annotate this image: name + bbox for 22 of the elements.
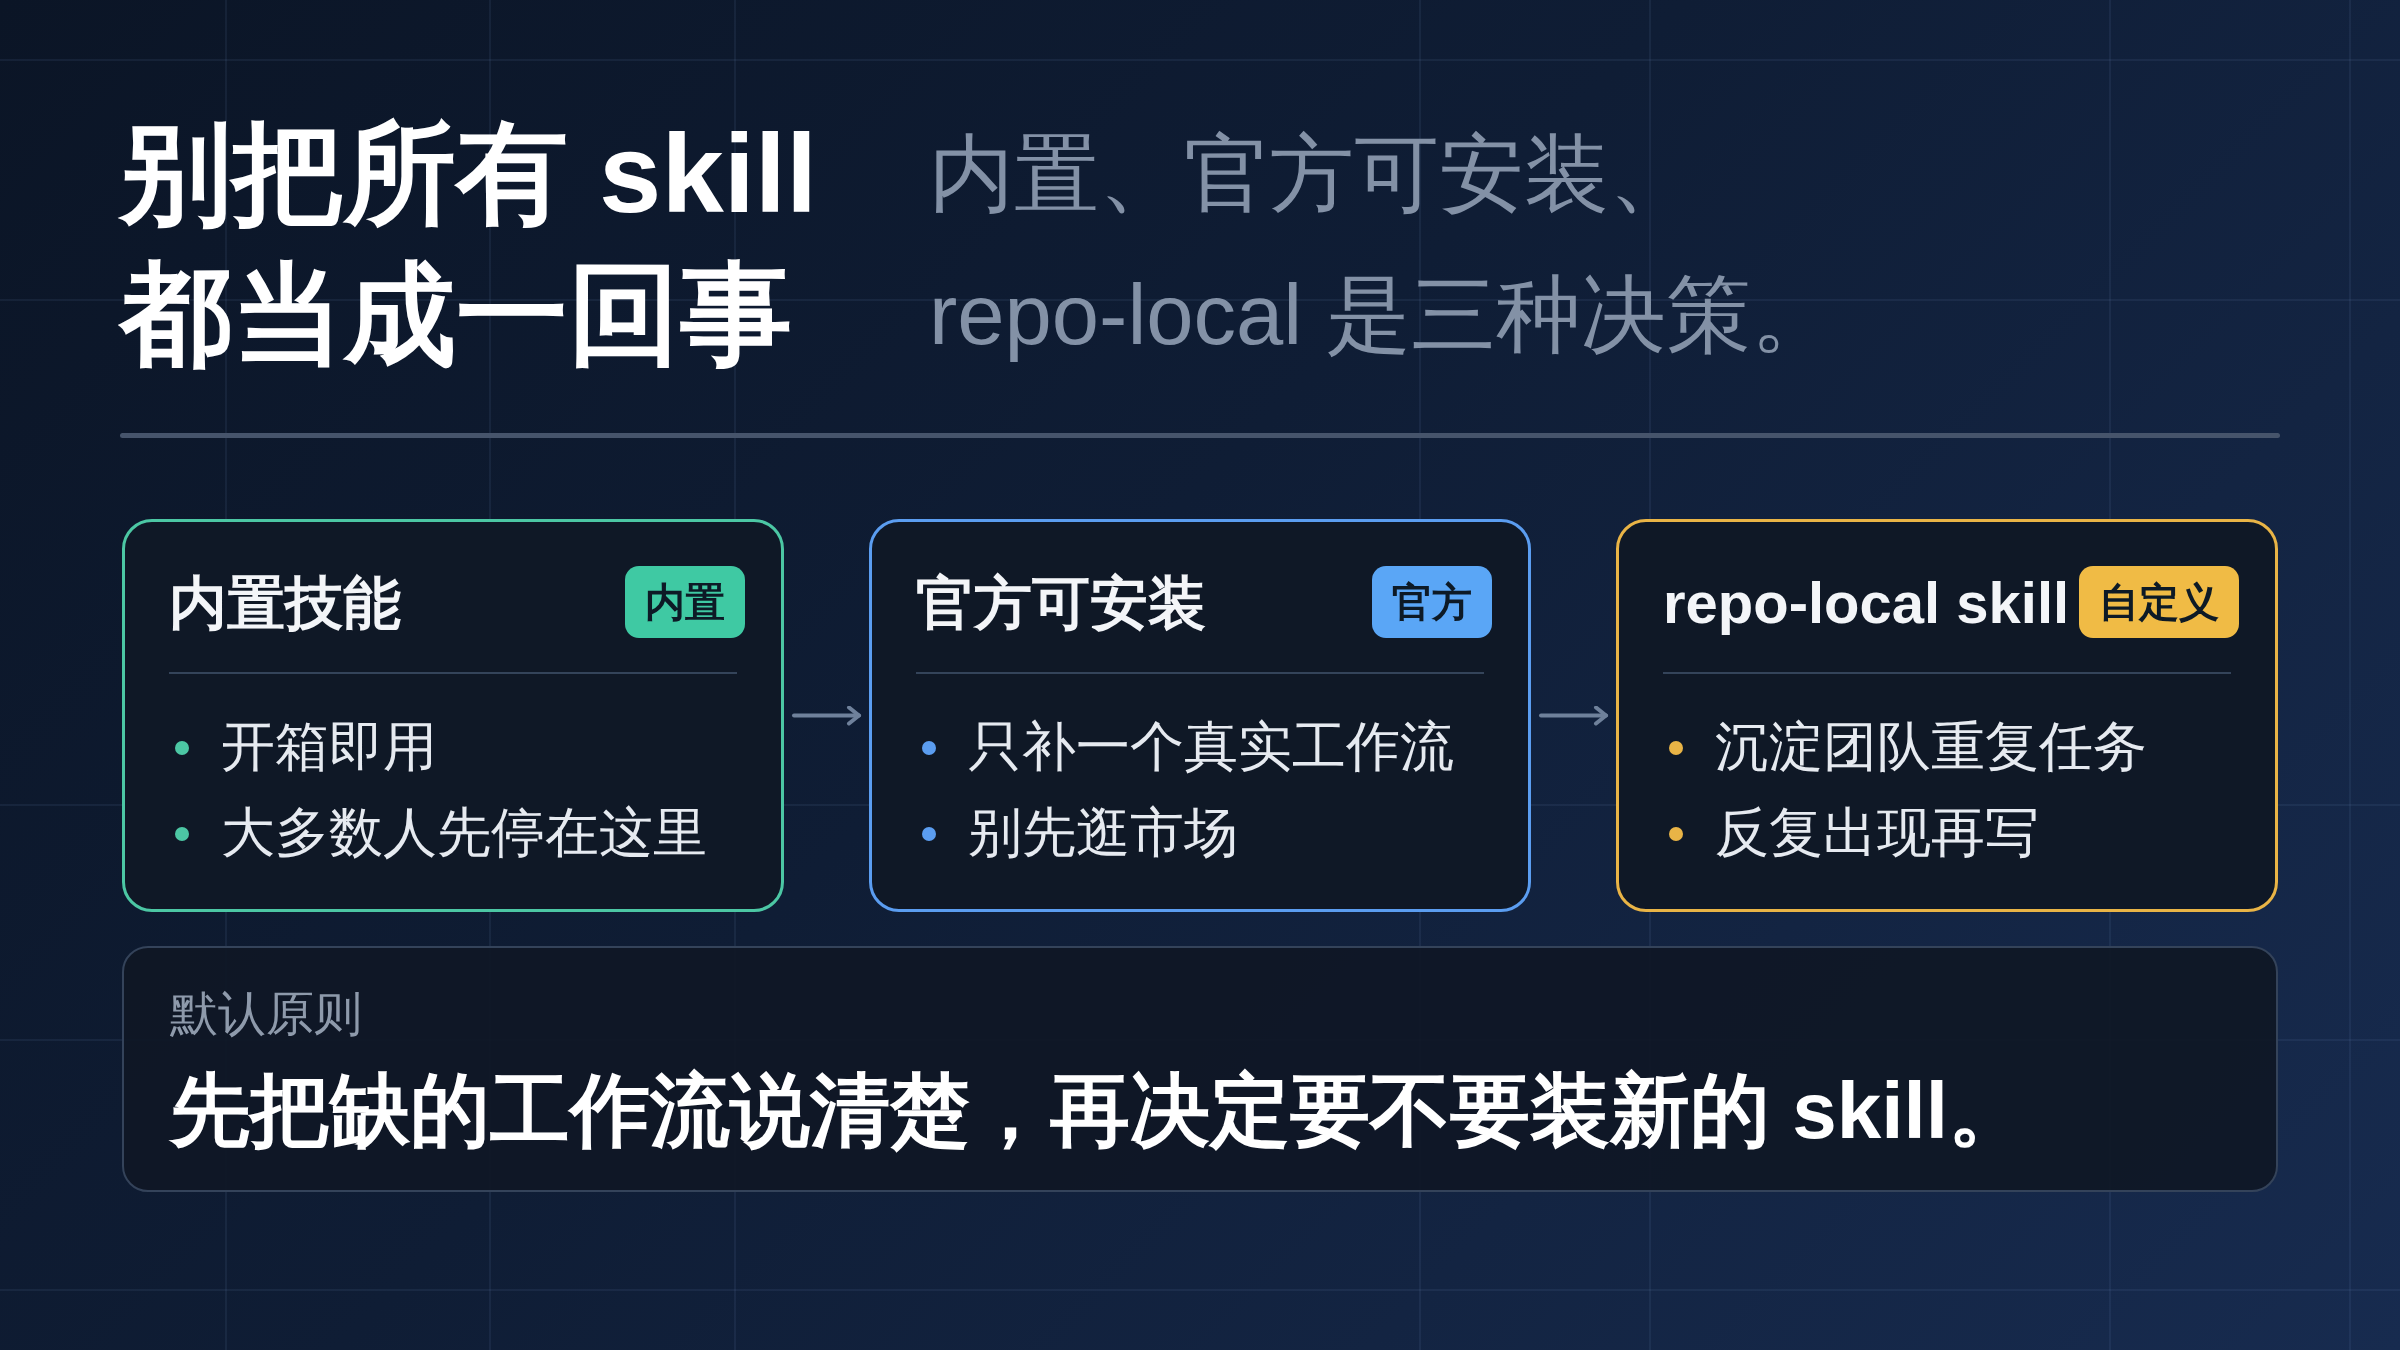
list-item-text: 开箱即用 — [221, 715, 437, 778]
category-tag: 内置 — [625, 566, 745, 638]
principle-text: 先把缺的工作流说清楚，再决定要不要装新的 skill。 — [170, 1065, 2028, 1157]
subtitle: 内置、官方可安装、repo-local 是三种决策。 — [929, 125, 1837, 364]
category-card — [122, 519, 784, 912]
card-title: 官方可安装 — [916, 569, 1206, 637]
list-item-text: 别先逛市场 — [968, 801, 1238, 864]
title: 别把所有 skill都当成一回事 — [120, 110, 819, 379]
list-item-text: 反复出现再写 — [1715, 801, 2039, 864]
arrow — [792, 705, 861, 726]
note-panel — [122, 946, 2278, 1192]
list-item-text: 大多数人先停在这里 — [221, 801, 707, 864]
panel-heading: 默认原则 — [170, 988, 362, 1040]
list-item-text: 只补一个真实工作流 — [968, 715, 1454, 778]
list-item-text: 沉淀团队重复任务 — [1715, 715, 2147, 778]
category-card — [869, 519, 1531, 912]
category-tag: 官方 — [1372, 566, 1492, 638]
category-card — [1616, 519, 2278, 912]
card-title: repo-local skill — [1663, 569, 2070, 637]
category-tag: 自定义 — [2079, 566, 2239, 638]
card-title: 内置技能 — [169, 569, 401, 637]
arrow — [1539, 705, 1608, 726]
